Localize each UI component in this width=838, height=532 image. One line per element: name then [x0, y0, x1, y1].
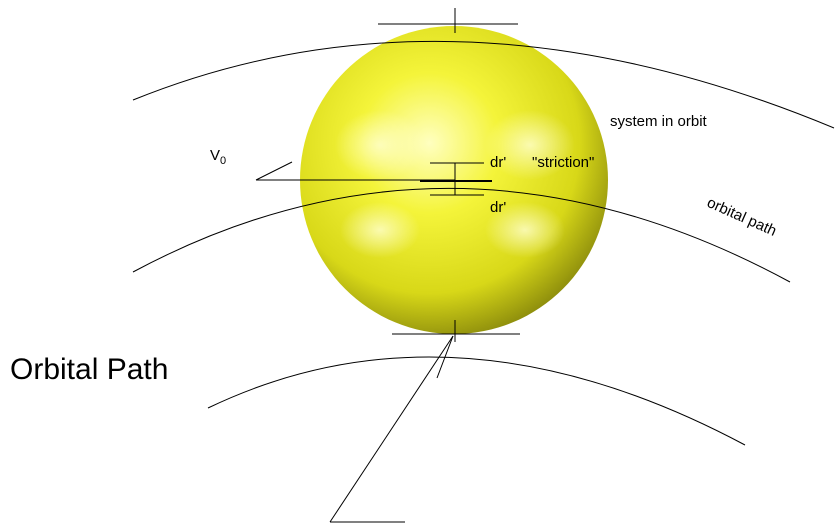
- dr-top-label: dr': [490, 154, 506, 171]
- v0-subscript: 0: [220, 155, 226, 167]
- pointer-short-slant: [436, 335, 454, 379]
- v0-symbol: V: [210, 147, 220, 164]
- v0-slant: [255, 161, 293, 181]
- outer-orbit-arc: [132, 40, 835, 129]
- sphere-highlight-bottom-right: [485, 202, 565, 258]
- orbital-path-rotated-label: orbital path: [704, 194, 779, 240]
- orbital-path-title: Orbital Path: [10, 353, 168, 386]
- pointer-diagonal: [329, 335, 454, 523]
- v0-label: V0: [210, 147, 226, 167]
- system-in-orbit-label: system in orbit: [610, 113, 708, 130]
- sphere-highlight-bottom-left: [340, 202, 420, 258]
- striction-label: "striction": [532, 154, 594, 171]
- middle-orbit-arc: [132, 187, 791, 283]
- inner-orbit-arc: [207, 356, 746, 446]
- sphere-highlight-left: [335, 110, 425, 180]
- sphere-highlight-right: [485, 110, 575, 180]
- dr-bottom-label: dr': [490, 199, 506, 216]
